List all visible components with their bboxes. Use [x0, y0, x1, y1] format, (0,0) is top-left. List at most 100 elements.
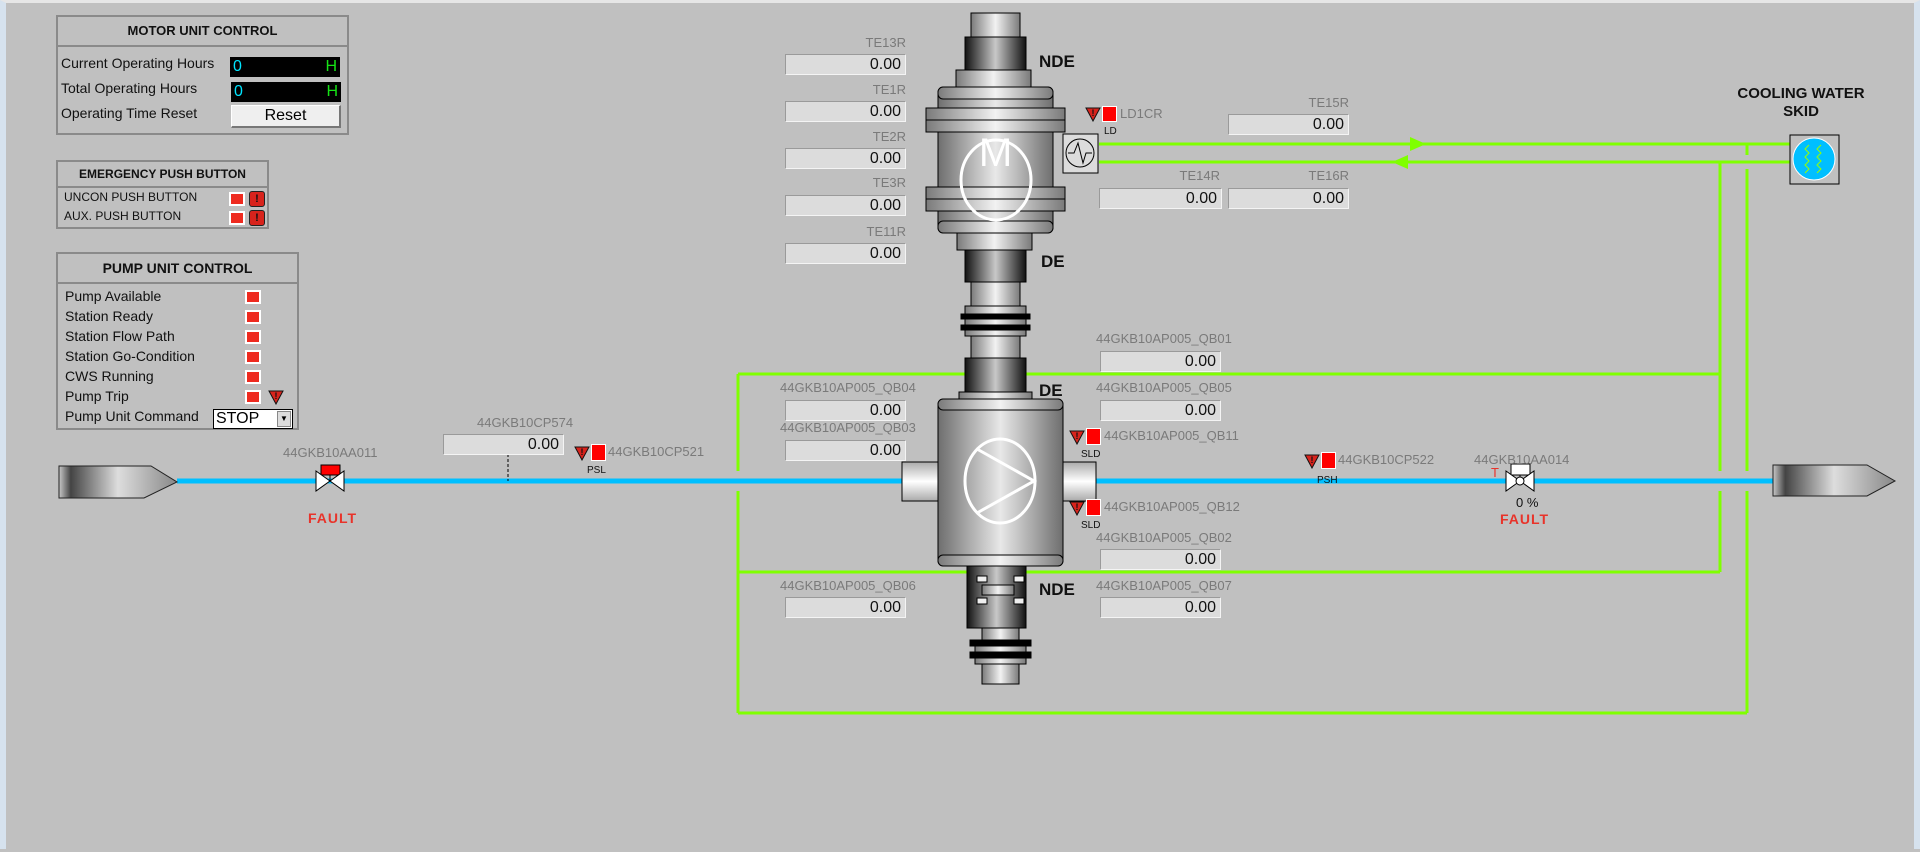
- valve-aa014-icon: [1505, 463, 1535, 492]
- reset-label: Operating Time Reset: [61, 105, 198, 121]
- pump-trip-alarm-icon[interactable]: !: [268, 389, 284, 405]
- pump-unit-command-select[interactable]: STOP ▼: [213, 409, 293, 429]
- aa014-label: 44GKB10AA014: [1474, 452, 1570, 467]
- svg-text:!: !: [275, 391, 278, 401]
- qb03-label: 44GKB10AP005_QB03: [780, 420, 916, 435]
- cp521-label: 44GKB10CP521: [608, 444, 705, 459]
- pump-nde-label: NDE: [1039, 580, 1075, 599]
- qb07-label: 44GKB10AP005_QB07: [1096, 578, 1232, 593]
- pump-unit-control-panel: PUMP UNIT CONTROL Pump Available Station…: [56, 252, 299, 430]
- aux-status-led: [229, 211, 245, 225]
- qb11-label: 44GKB10AP005_QB11: [1104, 428, 1239, 443]
- station-flow-path-led: [245, 330, 261, 344]
- value: 0: [234, 83, 243, 100]
- te16r-value: 0.00: [1228, 188, 1349, 209]
- qb02-label: 44GKB10AP005_QB02: [1096, 530, 1232, 545]
- qb04-label: 44GKB10AP005_QB04: [780, 380, 916, 395]
- flow-arrow-left-icon: [1392, 155, 1408, 169]
- aa011-fault-status: FAULT: [308, 510, 358, 526]
- svg-text:!: !: [1092, 108, 1095, 118]
- reset-button[interactable]: Reset: [231, 105, 341, 128]
- cp574-label: 44GKB10CP574: [477, 415, 574, 430]
- uncon-alarm-icon[interactable]: !: [249, 191, 265, 207]
- cooling-water-skid-icon: [1792, 137, 1836, 181]
- ld-label: LD: [1104, 126, 1117, 137]
- te13r-value: 0.00: [785, 54, 906, 75]
- te16r-label: TE16R: [1308, 168, 1349, 183]
- station-go-condition-label: Station Go-Condition: [65, 348, 195, 364]
- motor-symbol: M: [978, 131, 1013, 175]
- pump-de-label: DE: [1039, 381, 1063, 400]
- emergency-push-button-panel: EMERGENCY PUSH BUTTON UNCON PUSH BUTTON …: [56, 160, 269, 229]
- panel-title: EMERGENCY PUSH BUTTON: [58, 162, 267, 188]
- qb04-value: 0.00: [785, 400, 906, 421]
- aa014-mode: T: [1491, 465, 1499, 480]
- pump-unit-command-label: Pump Unit Command: [65, 408, 199, 424]
- aux-alarm-icon[interactable]: !: [249, 210, 265, 226]
- svg-text:!: !: [1076, 431, 1079, 441]
- panel-title: MOTOR UNIT CONTROL: [58, 17, 347, 47]
- aa011-label: 44GKB10AA011: [283, 445, 378, 460]
- te15r-label: TE15R: [1308, 95, 1349, 110]
- te14r-label: TE14R: [1179, 168, 1220, 183]
- te15r-value: 0.00: [1228, 114, 1349, 135]
- cp522-led: [1321, 452, 1336, 469]
- aa014-valve[interactable]: [1504, 464, 1538, 492]
- panel-title: PUMP UNIT CONTROL: [58, 254, 297, 284]
- unit: H: [326, 83, 338, 100]
- aa014-fault-status: FAULT: [1500, 511, 1550, 527]
- cws-running-label: CWS Running: [65, 368, 154, 384]
- chevron-down-icon[interactable]: ▼: [277, 411, 291, 427]
- title-line-1: COOLING WATER: [1737, 85, 1865, 102]
- cws-running-led: [245, 370, 261, 384]
- qb12-led: [1086, 499, 1101, 516]
- te11r-value: 0.00: [785, 243, 906, 264]
- pump-available-label: Pump Available: [65, 288, 162, 304]
- cp522-label: 44GKB10CP522: [1338, 452, 1435, 467]
- station-go-condition-led: [245, 350, 261, 364]
- qb01-label: 44GKB10AP005_QB01: [1096, 331, 1232, 346]
- qb12-alarm-icon[interactable]: !: [1069, 500, 1085, 516]
- ld1cr-led: [1102, 106, 1117, 122]
- motor-unit-control-panel: MOTOR UNIT CONTROL Current Operating Hou…: [56, 15, 349, 135]
- qb07-value: 0.00: [1100, 597, 1221, 618]
- svg-text:!: !: [1311, 455, 1314, 465]
- te13r-label: TE13R: [865, 35, 906, 50]
- qb06-label: 44GKB10AP005_QB06: [780, 578, 916, 593]
- motor-nde-label: NDE: [1039, 52, 1075, 71]
- outlet-arrow-icon: [1772, 464, 1897, 497]
- uncon-push-button-label: UNCON PUSH BUTTON: [64, 190, 198, 204]
- qb11-sld-label: SLD: [1081, 449, 1101, 460]
- aux-push-button-label: AUX. PUSH BUTTON: [64, 209, 182, 223]
- qb11-alarm-icon[interactable]: !: [1069, 429, 1085, 445]
- flow-arrow-right-icon: [1410, 137, 1426, 151]
- te3r-value: 0.00: [785, 195, 906, 216]
- current-hours-label: Current Operating Hours: [61, 55, 215, 71]
- cp521-alarm-icon[interactable]: !: [574, 445, 590, 461]
- ld1cr-alarm-icon[interactable]: !: [1085, 106, 1101, 122]
- motor-de-label: DE: [1041, 252, 1065, 271]
- te1r-label: TE1R: [872, 82, 906, 97]
- aa011-valve[interactable]: [314, 465, 348, 493]
- cp522-alarm-icon[interactable]: !: [1304, 453, 1320, 469]
- motor-graphic: [925, 12, 1099, 360]
- cp574-value: 0.00: [443, 434, 564, 455]
- process-graphic: [58, 12, 1897, 715]
- cp521-led: [591, 444, 606, 461]
- psh-label: PSH: [1317, 475, 1338, 486]
- valve-aa011-icon: [315, 464, 345, 492]
- te1r-value: 0.00: [785, 101, 906, 122]
- pump-trip-led: [245, 390, 261, 404]
- qb06-value: 0.00: [785, 597, 906, 618]
- te2r-label: TE2R: [872, 129, 906, 144]
- station-ready-label: Station Ready: [65, 308, 153, 324]
- pump-symbol-icon: [963, 437, 1038, 525]
- cooling-water-lines: [736, 142, 1790, 715]
- pump-available-led: [245, 290, 261, 304]
- selected-value: STOP: [216, 410, 260, 427]
- title-line-2: SKID: [1783, 103, 1819, 120]
- qb12-sld-label: SLD: [1081, 520, 1101, 531]
